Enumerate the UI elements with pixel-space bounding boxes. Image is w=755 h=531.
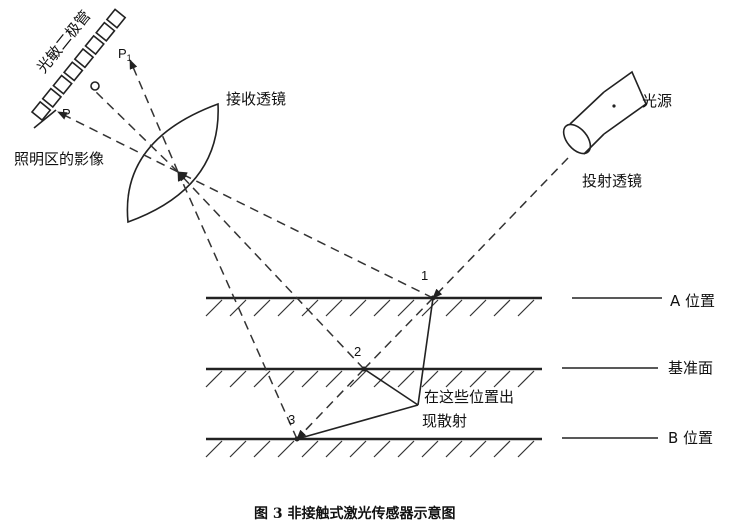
point-2-label: 2: [354, 344, 361, 359]
position-b-label: B 位置: [668, 429, 713, 447]
position-a-label: A 位置: [670, 292, 715, 310]
scatter-note-line1: 在这些位置出: [424, 388, 514, 406]
p1-label: P1: [118, 46, 132, 63]
point-1-label: 1: [421, 268, 428, 283]
projection-lens-label: 投射透镜: [582, 172, 642, 190]
light-source-icon: [562, 70, 647, 155]
receiving-lens: [126, 102, 219, 224]
light-source-label: 光源: [642, 92, 672, 110]
array-lead-line: [33, 109, 57, 129]
array-marker-circle: [90, 81, 100, 91]
point-3-label: 3: [288, 412, 295, 427]
reference-surface: [205, 367, 542, 388]
light-rays: [57, 59, 569, 440]
scatter-note-line2: 现散射: [422, 412, 467, 430]
scatter-callout: [296, 297, 434, 440]
receiving-lens-label: 接收透镜: [226, 90, 286, 108]
photodiode-array: [30, 8, 127, 122]
surface-a: [205, 296, 542, 317]
image-of-lit-area-label: 照明区的影像: [14, 150, 104, 168]
reference-plane-label: 基准面: [668, 359, 713, 377]
figure-caption: 图 3 非接触式激光传感器示意图: [254, 505, 456, 522]
surface-b: [205, 437, 542, 458]
p-label: P: [62, 106, 71, 121]
